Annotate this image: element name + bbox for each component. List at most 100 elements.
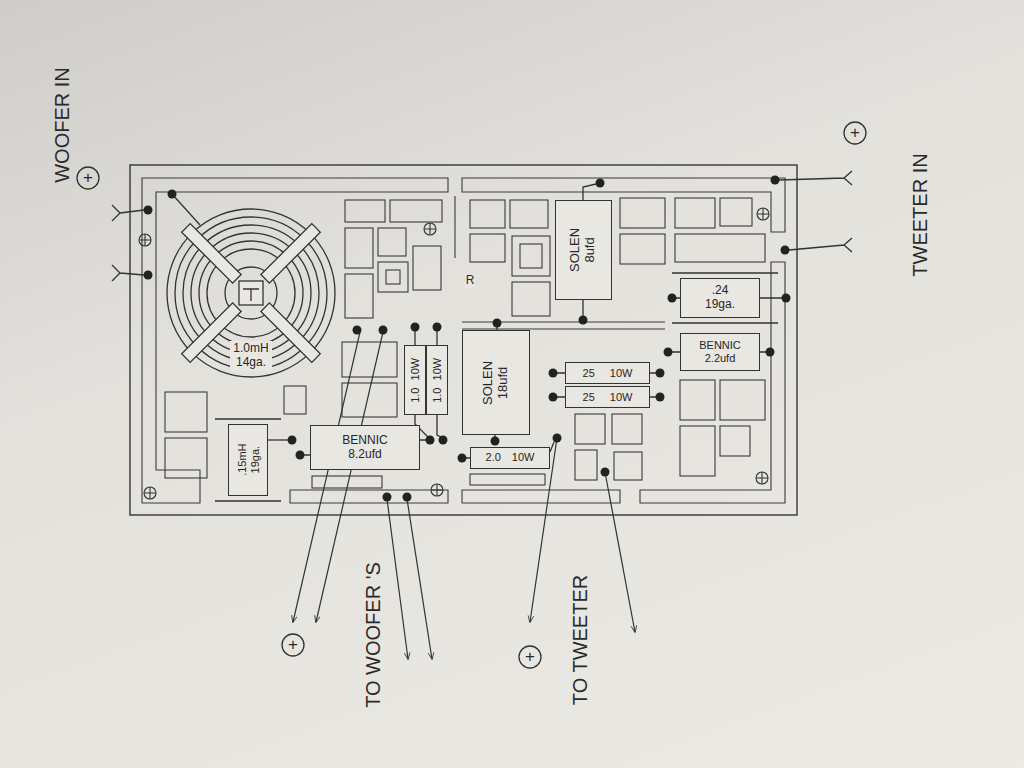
- coil-core: [239, 281, 263, 305]
- solder-pad: [439, 436, 448, 445]
- part-label: SOLEN 8ufd: [569, 228, 599, 272]
- solder-pad: [781, 246, 790, 255]
- copper-trace: [680, 380, 715, 420]
- inductor-bobbin: [215, 419, 281, 501]
- circuit-board: [130, 165, 797, 515]
- copper-trace: [614, 452, 642, 480]
- copper-trace: [720, 198, 752, 226]
- solder-pad: [144, 206, 153, 215]
- solder-pad: [288, 436, 297, 445]
- part-label: 25 10W: [583, 391, 633, 404]
- terminal-label: WOOFER IN: [51, 66, 73, 184]
- copper-trace: [720, 380, 765, 420]
- copper-trace: [470, 474, 545, 485]
- inductor-bobbin: [215, 273, 778, 501]
- solder-pad: [493, 319, 502, 328]
- solder-pad: [601, 468, 610, 477]
- coil-spoke: [261, 224, 320, 283]
- terminal-label: TWEETER IN: [909, 152, 931, 277]
- solder-pad: [549, 369, 558, 378]
- copper-trace: [520, 244, 542, 268]
- copper-trace: [620, 198, 665, 228]
- component-lead: [172, 194, 200, 225]
- mounting-hole: [756, 472, 768, 484]
- mounting-hole: [424, 223, 436, 235]
- copper-trace: [720, 426, 750, 456]
- terminal-label: TO TWEETER: [569, 574, 591, 706]
- inductor-box: .24 19ga.: [680, 278, 760, 318]
- resistor-box: 1.0 10W: [404, 345, 426, 415]
- coil-drawing: [167, 209, 335, 377]
- board-marking: R: [465, 274, 476, 287]
- mounting-hole: [757, 208, 769, 220]
- solder-pad: [379, 326, 388, 335]
- resistor-box: 25 10W: [565, 386, 650, 408]
- copper-trace: [462, 322, 665, 329]
- capacitor-box: SOLEN 18ufd: [462, 330, 530, 435]
- leader-arrow: [407, 499, 432, 659]
- copper-trace: [142, 178, 785, 503]
- copper-trace: [413, 246, 441, 290]
- coil-spoke: [182, 224, 241, 283]
- solder-pad: [403, 493, 412, 502]
- mounting-hole: [756, 472, 768, 484]
- polarity-mark: +: [82, 169, 94, 188]
- copper-trace: [640, 262, 785, 503]
- polarity-mark: +: [287, 636, 299, 655]
- terminal-symbol: [112, 205, 144, 221]
- part-label: 25 10W: [583, 367, 633, 380]
- component-lead: [268, 439, 288, 440]
- capacitor-box: BENNIC 8.2ufd: [310, 425, 420, 470]
- mounting-hole: [139, 234, 151, 246]
- copper-trace: [470, 200, 505, 228]
- solder-pad: [411, 323, 420, 332]
- coil-winding: [167, 209, 335, 377]
- copper-trace: [512, 282, 550, 316]
- coil-core: [243, 289, 259, 301]
- copper-trace: [470, 234, 505, 262]
- mounting-hole: [757, 208, 769, 220]
- mounting-hole: [139, 234, 151, 246]
- copper-trace: [290, 490, 448, 503]
- solder-pad: [168, 190, 177, 199]
- copper-trace: [284, 386, 306, 414]
- resistor-box: 25 10W: [565, 362, 650, 384]
- copper-trace: [386, 270, 400, 284]
- solder-pad: [782, 294, 791, 303]
- solder-pad: [668, 294, 677, 303]
- solder-pad: [458, 454, 467, 463]
- copper-trace: [462, 490, 620, 503]
- solder-pad: [549, 393, 558, 402]
- leader-arrow: [605, 472, 635, 632]
- mounting-hole: [144, 487, 156, 499]
- part-label: BENNIC 8.2ufd: [342, 434, 387, 462]
- terminal-symbol: [112, 265, 144, 281]
- copper-trace: [462, 178, 785, 232]
- copper-trace: [345, 228, 373, 268]
- solder-pad: [553, 434, 562, 443]
- capacitor-box: BENNIC 2.2ufd: [680, 333, 760, 371]
- copper-trace: [575, 450, 597, 480]
- mounting-hole: [431, 484, 443, 496]
- solder-pad: [426, 436, 435, 445]
- terminal-symbol: [789, 238, 852, 252]
- copper-trace: [620, 234, 665, 264]
- solder-pad: [596, 179, 605, 188]
- inductor-coil: 1.0mH 14ga.: [165, 205, 337, 381]
- part-label: 1.0mH 14ga.: [230, 341, 271, 371]
- resistor-box: 1.0 10W: [426, 345, 448, 415]
- polarity-ring: [519, 646, 541, 668]
- solder-pad: [579, 316, 588, 325]
- part-label: BENNIC 2.2ufd: [699, 339, 741, 364]
- copper-trace: [512, 236, 550, 276]
- copper-trace: [680, 426, 715, 476]
- copper-trace: [612, 414, 642, 444]
- copper-trace: [165, 438, 207, 478]
- polarity-mark: +: [849, 124, 861, 143]
- copper-trace: [454, 196, 455, 258]
- mounting-hole: [431, 484, 443, 496]
- copper-trace: [575, 414, 605, 444]
- copper-trace: [675, 198, 715, 228]
